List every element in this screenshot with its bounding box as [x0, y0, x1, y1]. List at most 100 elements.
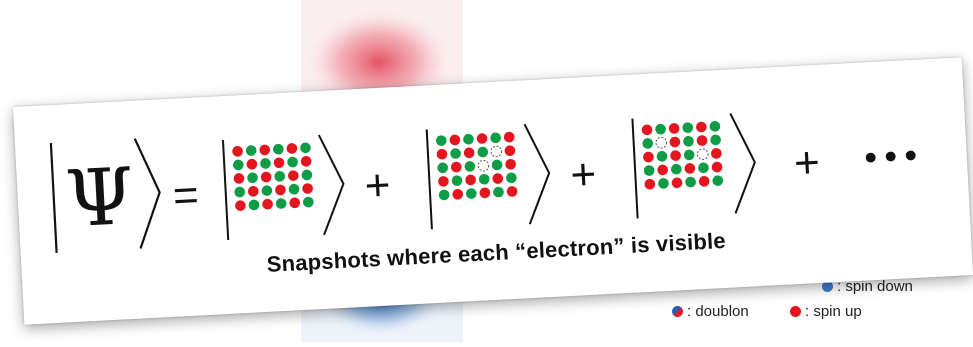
ket-3-bar: [631, 118, 639, 219]
plus-sign-1: +: [363, 160, 391, 210]
spin-up-site: [235, 200, 246, 211]
psi-ket-bar: [49, 143, 58, 253]
equals-sign: =: [172, 170, 200, 220]
spin-down-site: [685, 176, 696, 188]
legend-doublon: : doublon: [672, 303, 749, 320]
spin-down-site: [643, 165, 655, 176]
spin-up-site: [465, 174, 476, 186]
spin-up-site: [288, 170, 299, 181]
spin-up-site: [452, 188, 464, 200]
spin-up-site: [670, 150, 681, 161]
spin-down-site: [466, 188, 477, 199]
spin-up-site: [696, 135, 708, 146]
spin-up-site: [260, 171, 272, 183]
spin-down-dot: [822, 281, 833, 292]
spin-up-site: [302, 183, 313, 194]
snapshot-3: [641, 120, 724, 190]
spin-up-site: [273, 157, 285, 169]
spin-down-site: [303, 196, 314, 208]
legend: : spin down : doublon : spin up: [640, 270, 970, 330]
spin-up-site: [233, 173, 245, 184]
empty-site: [655, 136, 668, 149]
spin-up-site: [247, 186, 259, 197]
spin-down-site: [463, 133, 474, 145]
spin-down-site: [245, 145, 257, 156]
spin-up-site: [479, 187, 491, 199]
spin-down-site: [275, 198, 287, 209]
spin-down-site: [287, 156, 298, 168]
spin-down-site: [478, 173, 490, 185]
empty-site: [696, 148, 709, 160]
spin-up-site: [232, 146, 243, 157]
spin-up-site: [668, 123, 680, 134]
spin-down-site: [682, 122, 694, 134]
spin-down-site: [274, 171, 286, 182]
spin-down-site: [477, 146, 489, 158]
spin-down-site: [671, 163, 682, 175]
spin-down-site: [450, 148, 461, 159]
spin-down-site: [273, 143, 284, 155]
spin-down-site: [710, 134, 721, 146]
doublon-dot: [672, 306, 683, 317]
spin-down-site: [698, 162, 709, 174]
spin-up-site: [450, 161, 462, 173]
empty-site: [477, 159, 490, 172]
ket-1-bar: [221, 140, 230, 240]
spin-up-site: [463, 147, 475, 159]
legend-spin-down-label: : spin down: [837, 278, 913, 295]
spin-down-site: [300, 142, 311, 154]
spin-up-site: [644, 178, 656, 190]
spin-up-site: [492, 173, 504, 184]
ellipsis: •••: [860, 137, 922, 180]
spin-down-site: [247, 172, 258, 184]
spin-up-site: [641, 124, 653, 136]
ket-1-angle: [317, 134, 345, 236]
spin-up-site: [246, 158, 258, 170]
spin-up-site: [698, 176, 710, 187]
spin-up-site: [436, 148, 448, 160]
spin-down-site: [248, 199, 260, 211]
psi-ket-angle: [133, 138, 161, 249]
equation-banner: Ψ = + + + ••• Snapshots where each “elec…: [12, 57, 973, 325]
spin-up-site: [711, 148, 722, 159]
spin-up-site: [505, 158, 516, 170]
spin-down-site: [683, 136, 694, 147]
spin-up-site: [449, 134, 461, 146]
spin-down-site: [451, 175, 463, 186]
spin-down-site: [490, 132, 501, 144]
spin-up-site: [503, 131, 515, 143]
spin-up-site: [259, 144, 271, 156]
plus-sign-3: +: [793, 138, 821, 188]
spin-down-site: [506, 172, 517, 184]
spin-down-site: [234, 186, 246, 198]
psi-symbol: Ψ: [63, 152, 136, 245]
spin-down-site: [437, 162, 449, 174]
legend-spin-down: : spin down: [822, 278, 913, 295]
spin-down-site: [658, 178, 669, 189]
spin-down-site: [288, 183, 300, 195]
legend-doublon-label: : doublon: [687, 303, 749, 320]
spin-down-site: [261, 185, 273, 196]
spin-up-site: [711, 161, 723, 173]
spin-up-site: [300, 156, 312, 167]
spin-up-site: [286, 143, 298, 154]
spin-up-site: [669, 136, 681, 148]
equation-svg: Ψ = + + + •••: [49, 113, 922, 253]
ket-2-angle: [523, 123, 551, 225]
spin-up-dot: [790, 306, 801, 317]
spin-up-site: [275, 184, 286, 196]
spin-up-site: [643, 151, 654, 163]
spin-down-site: [464, 161, 476, 172]
spin-down-site: [709, 120, 721, 132]
spin-down-site: [642, 138, 654, 149]
spin-up-site: [506, 186, 518, 197]
spin-down-site: [656, 151, 668, 162]
spin-down-site: [301, 169, 313, 181]
spin-up-site: [289, 197, 301, 209]
spin-down-site: [712, 175, 724, 186]
plus-sign-2: +: [569, 150, 597, 200]
spin-up-site: [671, 177, 683, 189]
empty-site: [490, 145, 503, 158]
spin-down-site: [438, 189, 450, 201]
spin-down-site: [232, 159, 244, 171]
